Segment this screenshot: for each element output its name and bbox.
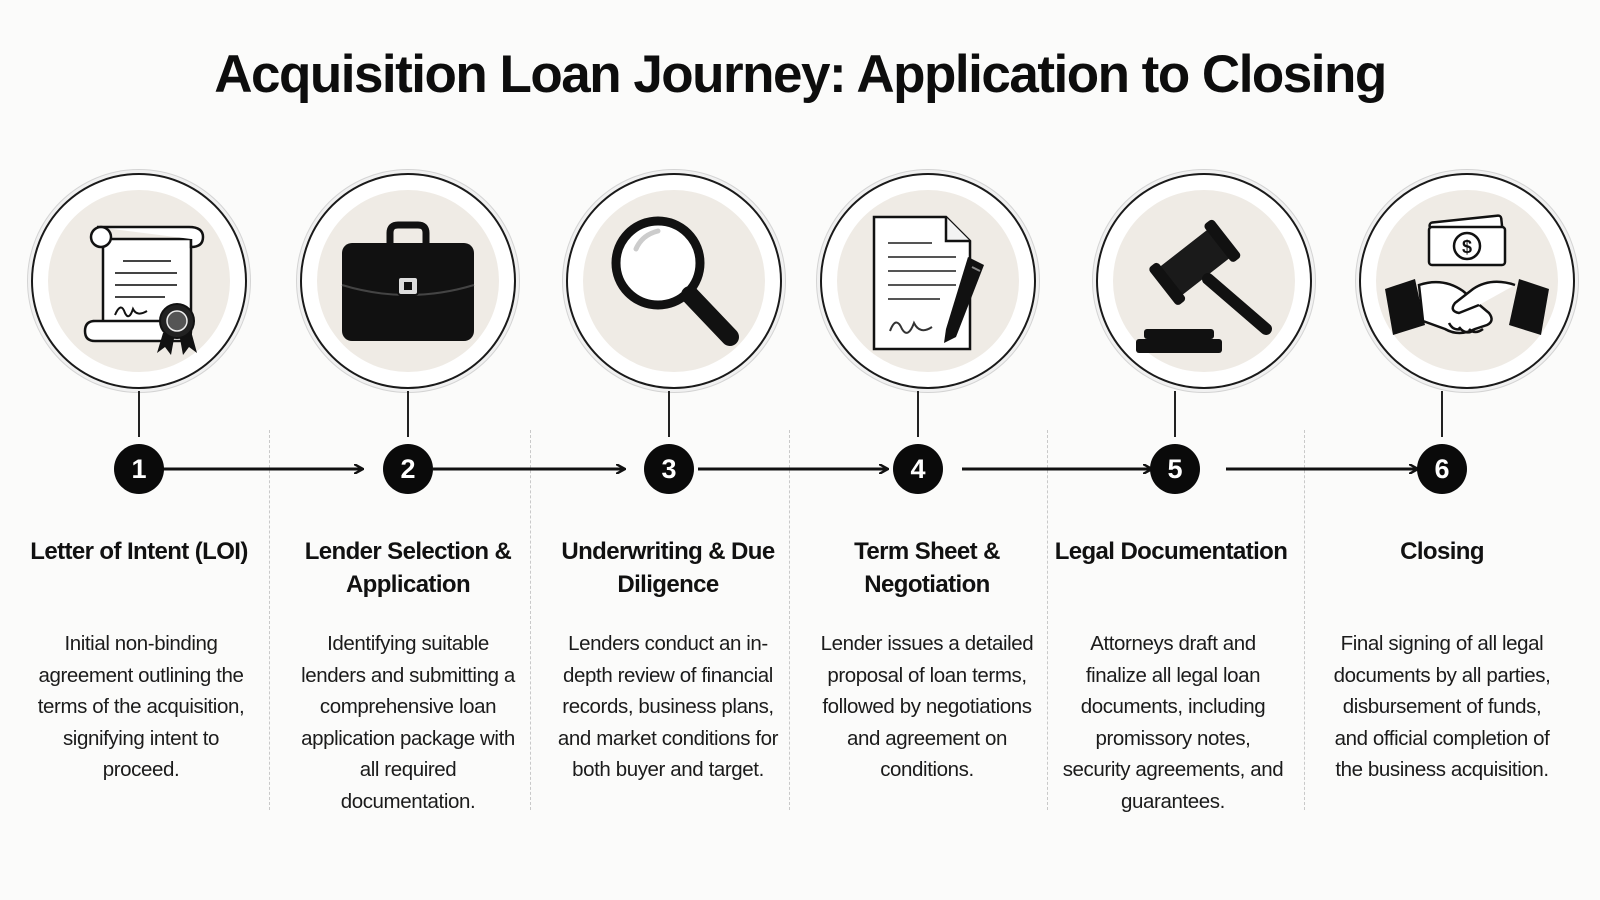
step-icon-circle (31, 173, 247, 389)
step-4: 4 Term Sheet & Negotiation Lender issues… (796, 0, 1058, 900)
step-icon-circle (1096, 173, 1312, 389)
column-divider (1304, 430, 1305, 810)
gavel-icon (1136, 219, 1272, 353)
step-description: Attorneys draft and finalize all legal l… (1062, 632, 1284, 813)
step-description: Final signing of all legal documents by … (1333, 632, 1551, 781)
column-divider (789, 430, 790, 810)
step-title: Legal Documentation (1054, 538, 1288, 565)
step-3: 3 Underwriting & Due Diligence Lenders c… (537, 0, 799, 900)
step-description: Initial non-binding agreement outlining … (37, 632, 245, 781)
step-title: Closing (1400, 538, 1484, 565)
step-title: Letter of Intent (LOI) (30, 538, 248, 565)
step-number-badge: 4 (893, 444, 943, 494)
step-number-badge: 2 (383, 444, 433, 494)
column-divider (269, 430, 270, 810)
step-description: Lenders conduct an in-depth review of fi… (557, 632, 779, 781)
step-title: Term Sheet & Negotiation (854, 538, 1000, 598)
step-number-badge: 1 (114, 444, 164, 494)
step-description: Identifying suitable lenders and submitt… (301, 632, 515, 813)
step-icon-circle (820, 173, 1036, 389)
step-number-badge: 3 (644, 444, 694, 494)
document-pen-icon (872, 215, 984, 351)
step-title: Underwriting & Due Diligence (561, 538, 775, 598)
svg-text:$: $ (1462, 237, 1472, 257)
magnifying-glass-icon (611, 216, 739, 346)
step-icon-circle: $ (1359, 173, 1575, 389)
step-title: Lender Selection & Application (304, 538, 512, 598)
page-title: Acquisition Loan Journey: Application to… (214, 45, 1387, 104)
step-2: 2 Lender Selection & Application Identif… (277, 0, 539, 900)
step-6: $ 6 Closing Final signing of all legal d… (1311, 0, 1575, 900)
step-5: 5 Legal Documentation Attorneys draft an… (1054, 0, 1316, 900)
column-divider (1047, 430, 1048, 810)
step-number-badge: 6 (1417, 444, 1467, 494)
handshake-money-icon: $ (1385, 214, 1549, 335)
briefcase-icon (341, 221, 475, 341)
scroll-certificate-icon (83, 225, 205, 355)
step-description: Lender issues a detailed proposal of loa… (820, 632, 1034, 781)
step-icon-circle (300, 173, 516, 389)
column-divider (530, 430, 531, 810)
step-number-badge: 5 (1150, 444, 1200, 494)
step-icon-circle (566, 173, 782, 389)
step-1: 1 Letter of Intent (LOI) Initial non-bin… (8, 0, 270, 900)
